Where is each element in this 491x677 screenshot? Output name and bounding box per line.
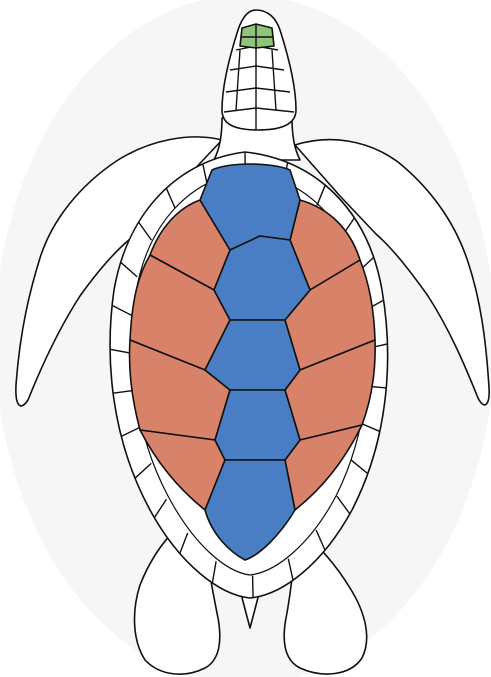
marginal-scute-divider — [253, 576, 254, 598]
prefrontal-scales — [240, 24, 274, 48]
vertebral-scute-4 — [215, 390, 300, 460]
